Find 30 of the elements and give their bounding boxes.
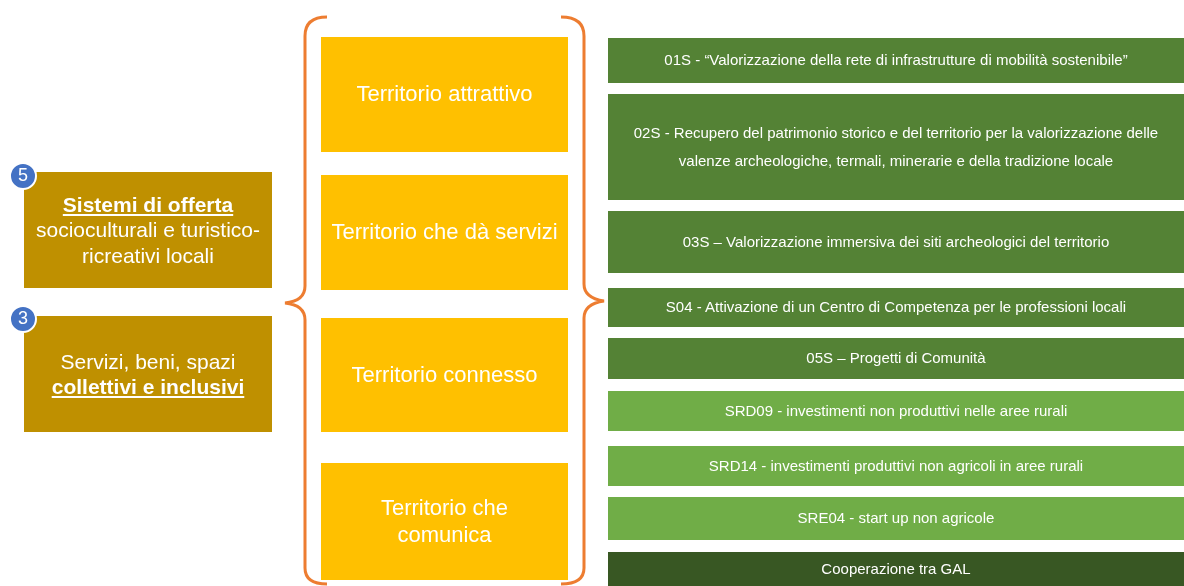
box-label: 02S - Recupero del patrimonio storico e del territorio per la valorizzazione delle valenze archeologiche, termali, minerarie e della tradizione locale bbox=[632, 122, 1160, 171]
box-label: 03S – Valorizzazione immersiva dei siti archeologici del territorio bbox=[682, 231, 1110, 252]
box-label: Cooperazione tra GAL bbox=[821, 558, 971, 579]
text-box bbox=[608, 38, 1184, 83]
box-label: Territorio che dà servizi bbox=[331, 219, 558, 246]
text-box bbox=[608, 446, 1184, 486]
box-label: SRD09 - investimenti non produttivi nelle aree rurali bbox=[724, 400, 1068, 421]
box-label: Territorio che comunica bbox=[379, 495, 510, 548]
text-box bbox=[608, 391, 1184, 431]
box-label: SRD14 - investimenti produttivi non agricoli in aree rurali bbox=[708, 455, 1084, 476]
box-label: 01S - “Valorizzazione della rete di infrastrutture di mobilità sostenibile” bbox=[664, 50, 1128, 71]
text-box bbox=[321, 37, 568, 152]
box-label: 05S – Progetti di Comunità bbox=[806, 348, 986, 369]
text-box bbox=[608, 497, 1184, 540]
text-box bbox=[608, 211, 1184, 273]
text-box bbox=[608, 338, 1184, 379]
text-box bbox=[608, 552, 1184, 586]
text-box bbox=[321, 175, 568, 290]
box-label: SRE04 - start up non agricole bbox=[797, 508, 995, 529]
box-label: S04 - Attivazione di un Centro di Competenza per le professioni locali bbox=[665, 297, 1127, 318]
box-label: Sistemi di offerta socioculturali e turistico-ricreativi locali bbox=[34, 192, 262, 268]
box-label: Territorio attrattivo bbox=[356, 81, 533, 108]
box-label: Servizi, beni, spazi collettivi e inclusivi bbox=[50, 348, 246, 400]
number-badge: 5 bbox=[9, 162, 37, 190]
box-label: Territorio connesso bbox=[351, 361, 538, 389]
text-box bbox=[608, 288, 1184, 327]
text-box bbox=[608, 94, 1184, 200]
text-box bbox=[321, 318, 568, 432]
text-box bbox=[321, 463, 568, 580]
number-badge: 3 bbox=[9, 305, 37, 333]
